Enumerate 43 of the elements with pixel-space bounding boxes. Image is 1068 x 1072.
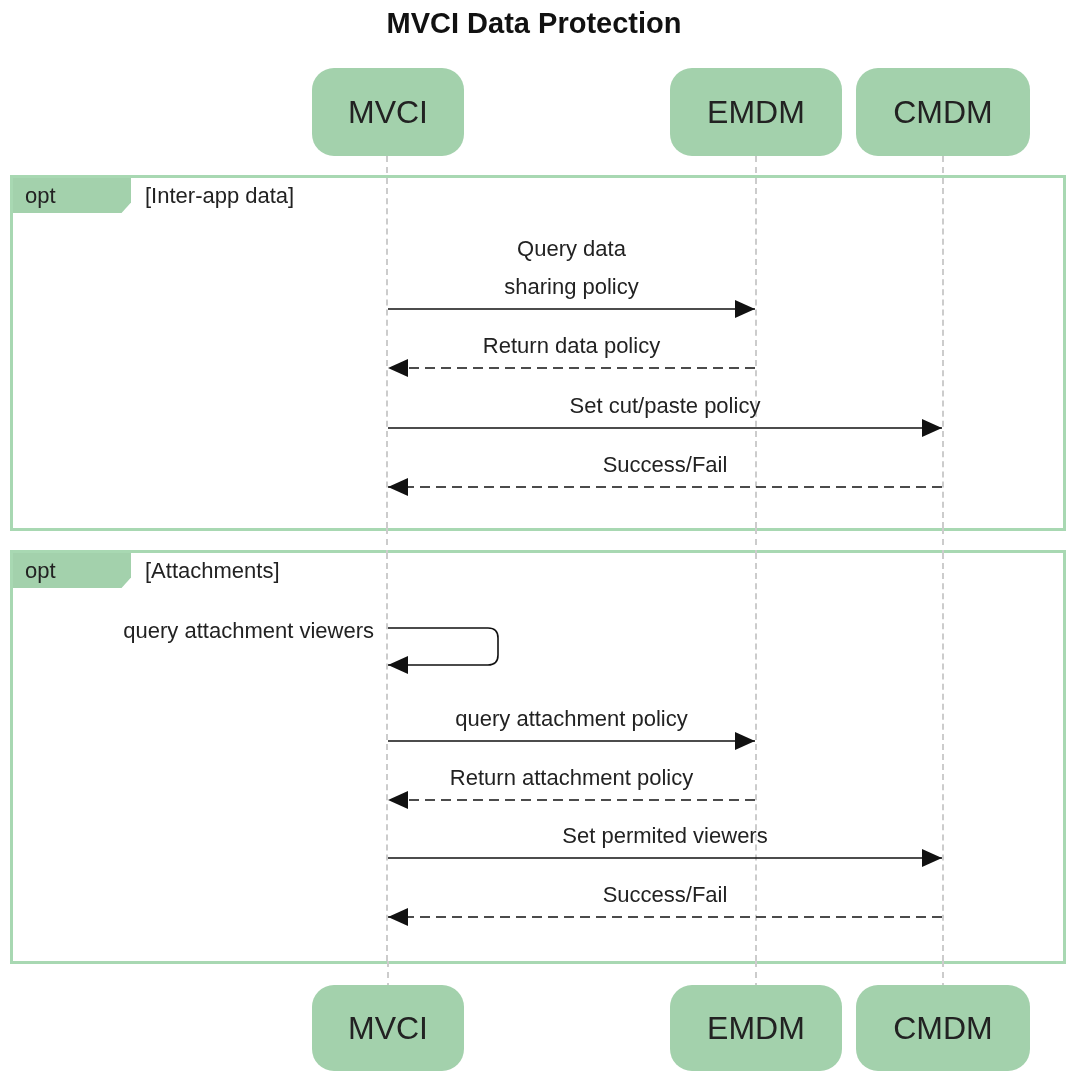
return-arrow [387,478,943,496]
message-label: Set cut/paste policy [569,392,761,420]
lifeline-segment [386,527,388,554]
message-label: Success/Fail [602,451,728,479]
message-label: Success/Fail [602,881,728,909]
message-arrow [387,419,943,437]
lifeline-segment [942,960,944,986]
lifeline [386,553,388,961]
frame-tag: opt [13,553,131,588]
lifeline-segment [387,960,389,986]
message-label: query attachment viewers [123,617,374,645]
lifeline [755,178,757,528]
opt-frame [10,550,1066,964]
lifeline-segment [942,527,944,554]
lifeline [942,553,944,961]
lifeline [942,178,944,528]
return-arrow [387,359,756,377]
lifeline [386,178,388,528]
participant-box: MVCI [312,68,464,156]
participant-box: EMDM [670,68,842,156]
self-message-arrow [387,627,499,674]
participant-box: CMDM [856,68,1030,156]
message-label: Set permited viewers [562,822,768,850]
message-label: Return data policy [482,332,661,360]
diagram-title: MVCI Data Protection [386,6,682,41]
participant-box: MVCI [312,985,464,1071]
message-label: Return attachment policy [449,764,694,792]
message-arrow [387,300,756,318]
message-label: Query data sharing policy [503,235,640,301]
frame-tag: opt [13,178,131,213]
message-arrow [387,732,756,750]
return-arrow [387,791,756,809]
return-arrow [387,908,943,926]
participant-box: CMDM [856,985,1030,1071]
lifeline-segment [755,960,757,986]
guard-condition: [Inter-app data] [145,182,295,210]
opt-frame [10,175,1066,531]
message-arrow [387,849,943,867]
lifeline [755,553,757,961]
guard-condition: [Attachments] [145,557,280,585]
lifeline-segment [755,527,757,554]
message-label: query attachment policy [455,705,688,733]
participant-box: EMDM [670,985,842,1071]
